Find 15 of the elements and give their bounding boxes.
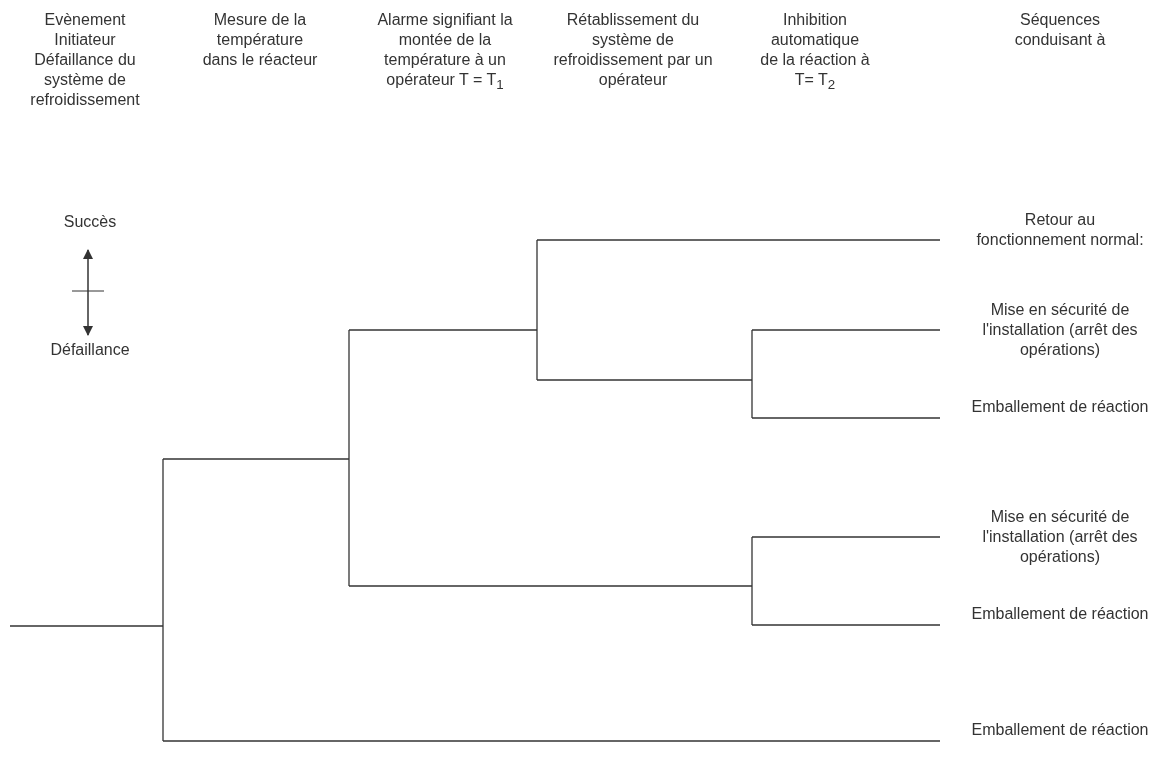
- outcome-label: Emballement de réaction: [970, 604, 1150, 624]
- outcome-label: Retour au fonctionnement normal:: [975, 210, 1145, 250]
- column-header: Evènement Initiateur: [43, 10, 127, 50]
- outcome-label: Emballement de réaction: [970, 397, 1150, 417]
- column-header: Inhibition automatique de la réaction à T= T$_{2}$: [760, 10, 870, 95]
- state-label: Succès: [62, 212, 118, 232]
- column-header: Rétablissement du système de refroidissement par un opérateur: [552, 10, 714, 90]
- outcome-label: Mise en sécurité de l'installation (arrêt des opérations): [981, 507, 1139, 567]
- outcome-label: Emballement de réaction: [970, 720, 1150, 740]
- state-label: Défaillance: [49, 340, 131, 360]
- column-header: Mesure de la température dans le réacteur: [201, 10, 319, 70]
- column-header: Défaillance du système de refroidissement: [30, 50, 140, 110]
- column-header: Séquences conduisant à: [1013, 10, 1107, 50]
- column-header: Alarme signifiant la montée de la température à un opérateur T = T$_{1}$: [376, 10, 514, 95]
- outcome-label: Mise en sécurité de l'installation (arrêt des opérations): [981, 300, 1139, 360]
